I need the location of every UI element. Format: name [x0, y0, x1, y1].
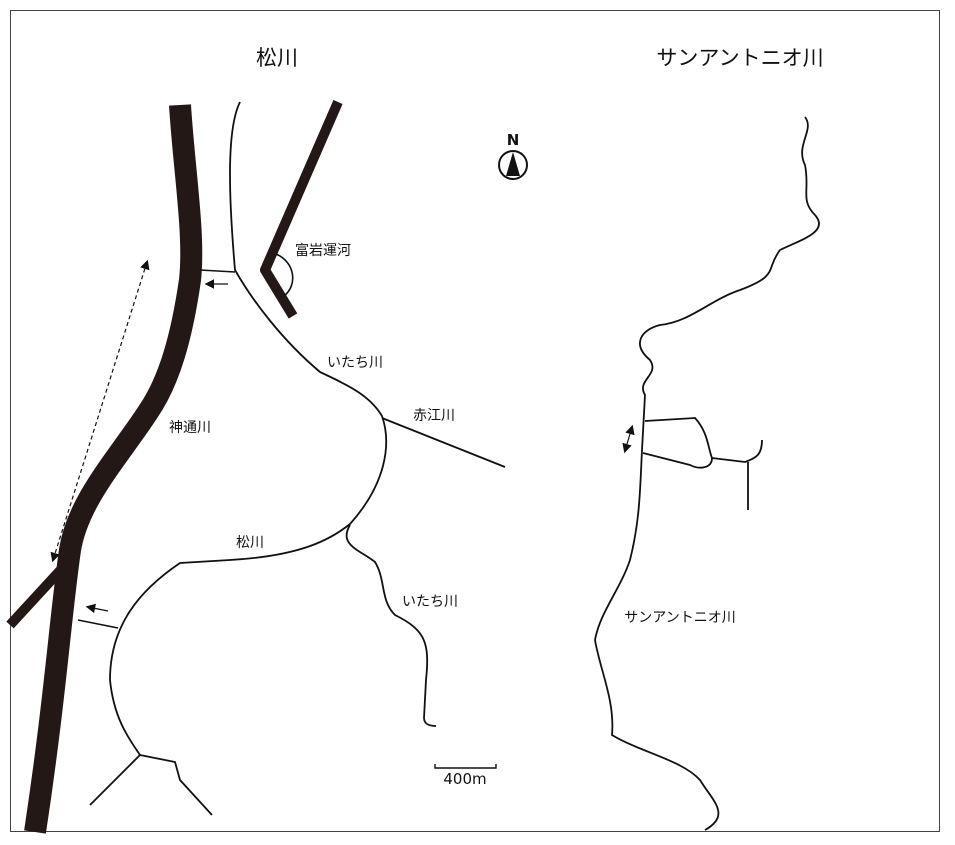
akae-river: [381, 417, 506, 468]
connector-upper: [199, 269, 236, 273]
connector-lower: [77, 619, 119, 629]
label-toiwa-canal: 富岩運河: [295, 243, 351, 259]
right-map-title: サンアントニオ川: [656, 46, 824, 70]
label-itachi-lower: いたち川: [402, 594, 458, 610]
jinzu-branch: [6, 558, 72, 629]
north-compass-icon: [498, 150, 528, 180]
left-map-title: 松川: [256, 46, 298, 70]
scale-label: 400m: [443, 770, 487, 788]
label-jinzu: 神通川: [169, 420, 211, 436]
scale-bar: [434, 764, 497, 769]
tributary-east: [711, 439, 763, 510]
toiwa-canal: [260, 100, 343, 319]
label-san-antonio: サンアントニオ川: [624, 610, 736, 626]
range-double-arrow: [50, 259, 150, 563]
compass-north-label: N: [506, 131, 520, 149]
tributary-loop: [642, 417, 713, 469]
itachi-matsu-river: [89, 101, 388, 806]
label-akae: 赤江川: [413, 408, 455, 424]
range-double-arrow-right: [622, 424, 635, 454]
map-frame: [10, 10, 940, 832]
label-matsu: 松川: [236, 535, 264, 551]
jinzu-river: [24, 104, 203, 834]
san-antonio-river: [594, 116, 820, 831]
matsu-branch: [139, 754, 213, 816]
flow-arrow-icon: [85, 603, 109, 614]
label-itachi-upper: いたち川: [327, 355, 383, 371]
itachi-lower-river: [345, 524, 437, 727]
canal-arc: [275, 253, 294, 297]
